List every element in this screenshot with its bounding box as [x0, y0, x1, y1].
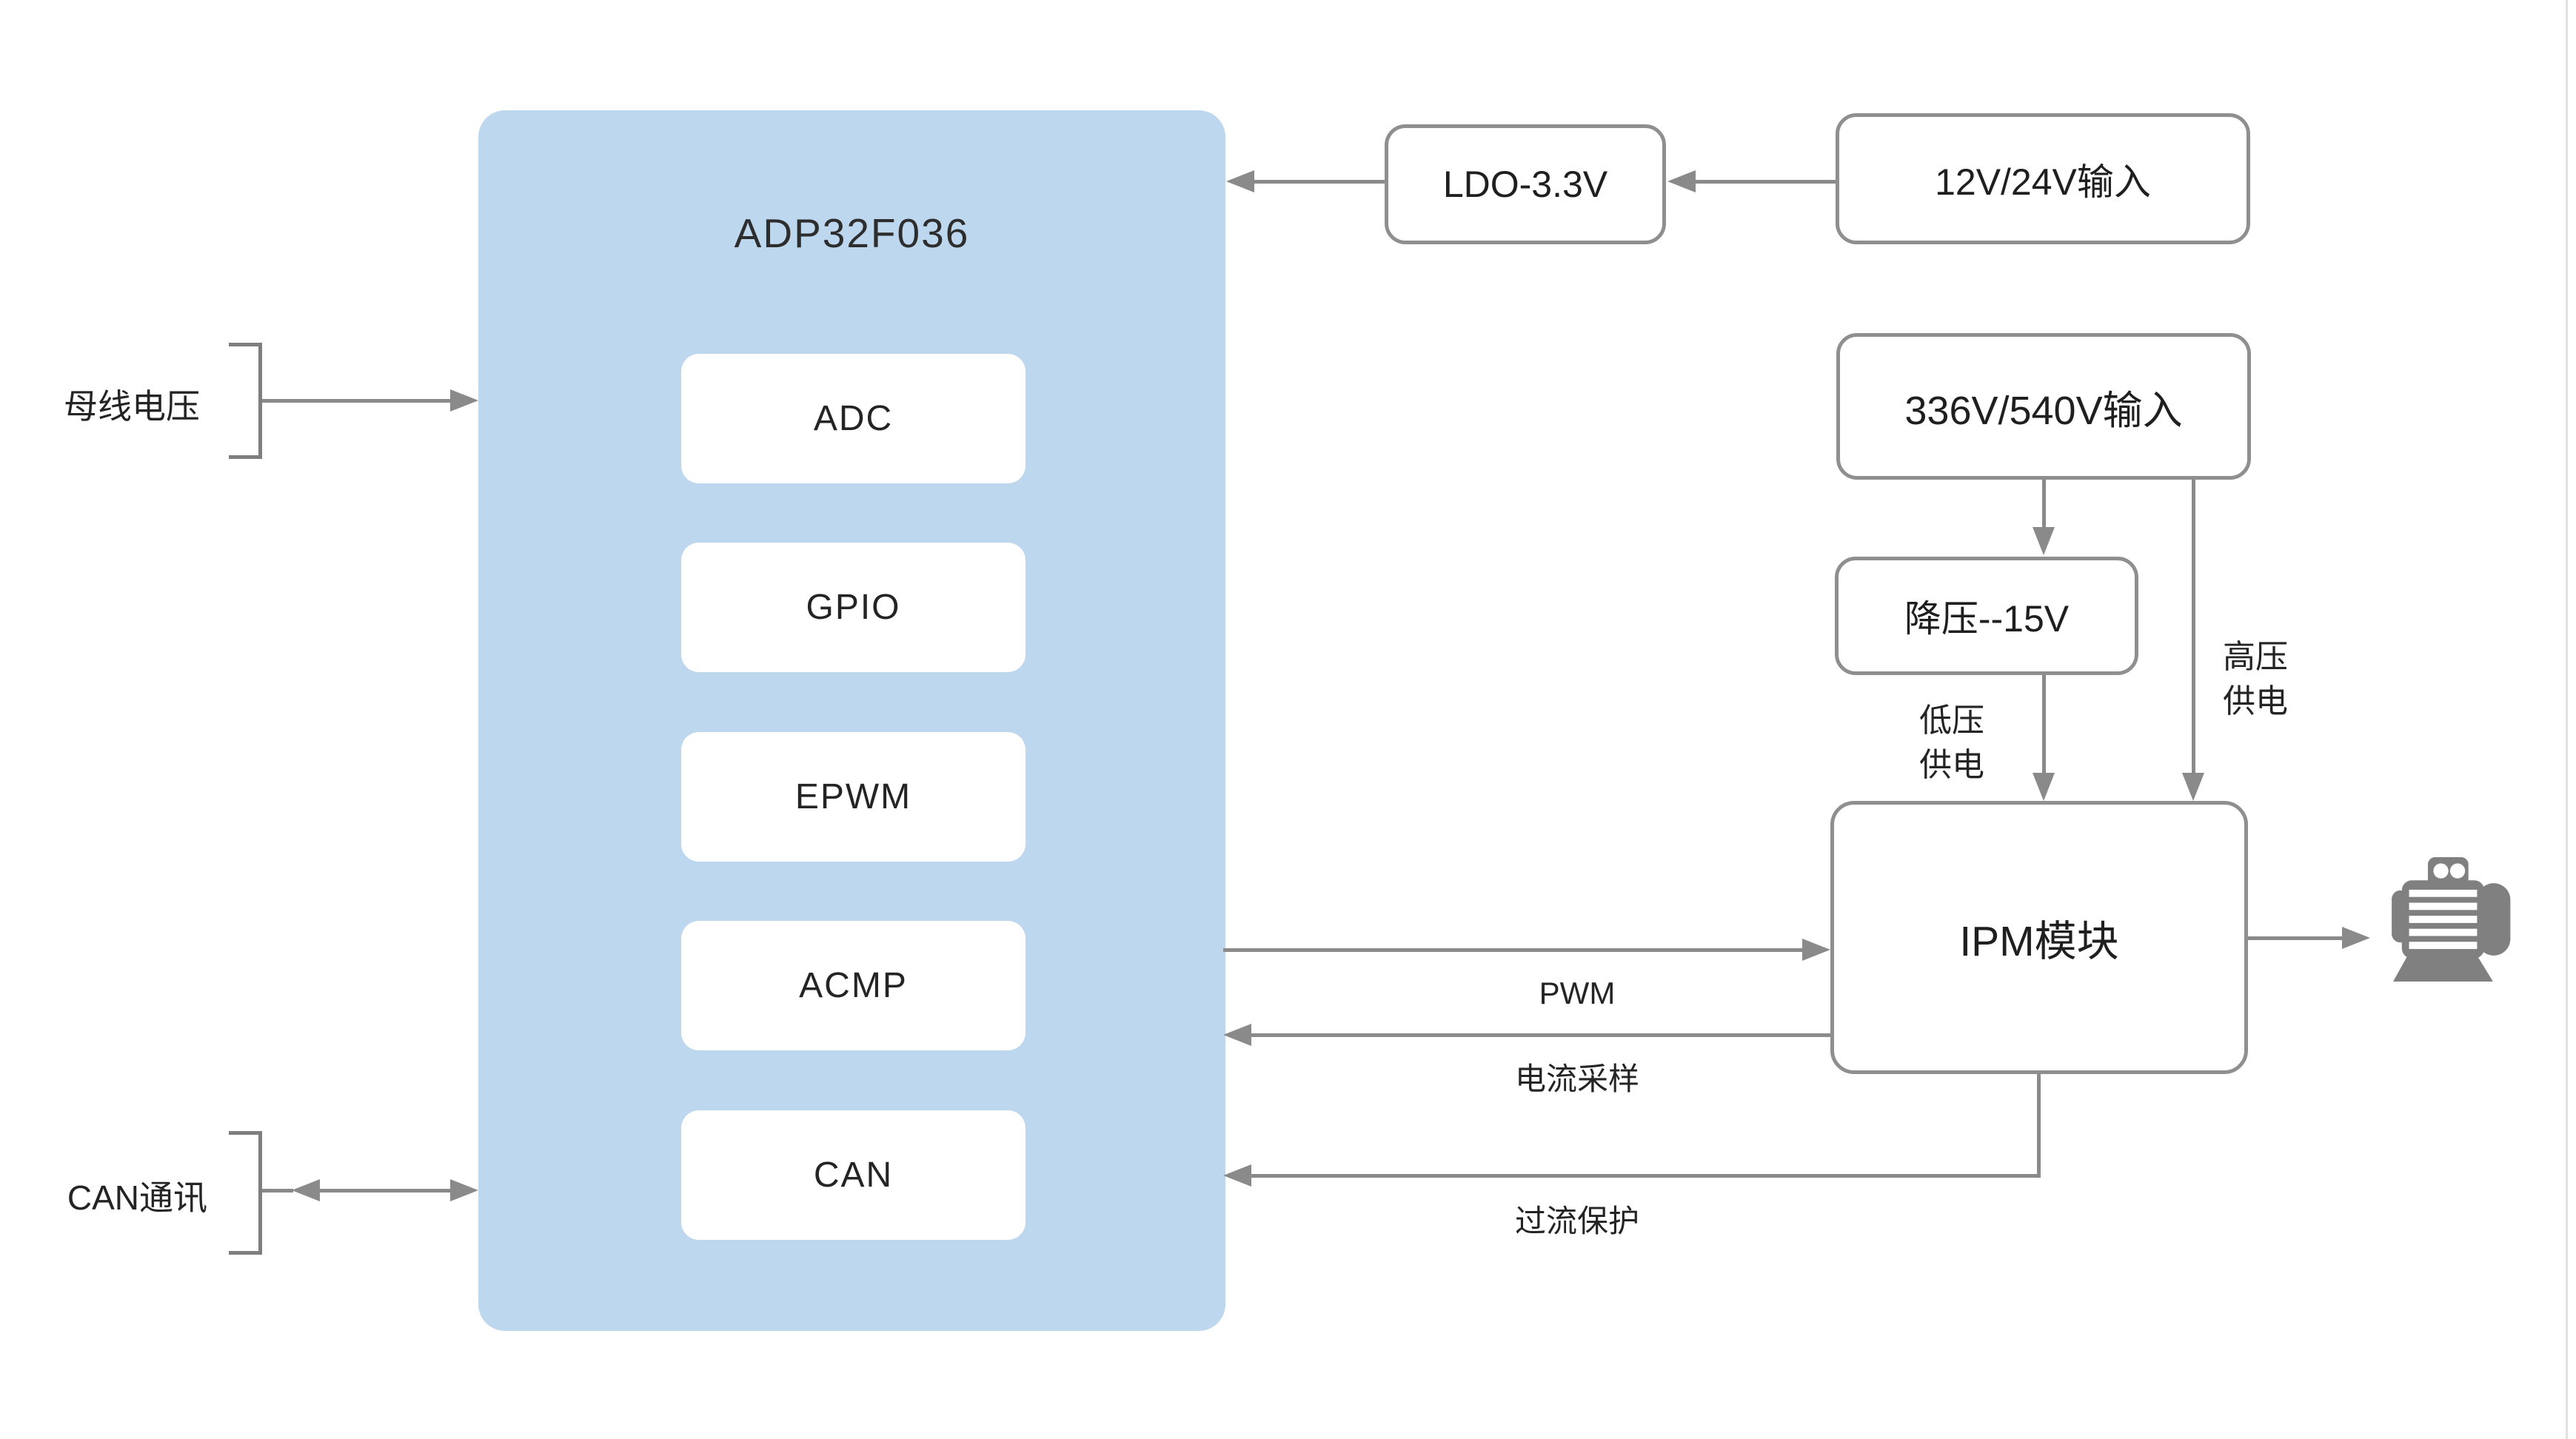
lv-supply-label-line2: 供电: [1919, 747, 1984, 783]
can-comm-bracket: [258, 1131, 262, 1255]
module-label-can: CAN: [813, 1155, 894, 1195]
current-sampling-arrowhead-icon: [1223, 1024, 1251, 1046]
lv-supply-label-line1: 低压: [1919, 702, 1984, 739]
module-box-acmp: ACMP: [681, 921, 1026, 1050]
bus-voltage-arrowhead-icon: [450, 389, 478, 412]
bus-voltage-bracket-tick-top: [229, 343, 262, 346]
current-sampling-label: 电流采样: [1514, 1061, 1639, 1096]
hv-supply-arrowhead-icon: [2182, 773, 2204, 801]
ipm-to-motor-line: [2248, 936, 2344, 940]
input-336v540v-label: 336V/540V输入: [1904, 388, 2183, 433]
input-12v24v-box: 12V/24V输入: [1836, 113, 2250, 244]
hv-supply-label-line2: 供电: [2223, 683, 2288, 720]
buck-box: 降压--15V: [1835, 557, 2138, 675]
overcurrent-arrowhead-icon: [1223, 1164, 1251, 1187]
hvinput-to-buck-arrowhead-icon: [2033, 527, 2055, 555]
ldo-label: LDO-3.3V: [1442, 164, 1608, 205]
input-12v24v-label: 12V/24V输入: [1935, 161, 2151, 203]
ldo-to-mcu-line: [1253, 180, 1385, 184]
input-to-ldo-line: [1694, 180, 1836, 184]
can-comm-arrowhead-right-icon: [450, 1179, 478, 1201]
module-box-can: CAN: [681, 1110, 1026, 1240]
module-box-gpio: GPIO: [681, 543, 1026, 672]
can-comm-label: CAN通讯: [67, 1178, 207, 1217]
bus-voltage-bracket: [258, 343, 262, 459]
module-label-epwm: EPWM: [794, 777, 912, 816]
mcu-title: ADP32F036: [734, 210, 970, 256]
module-box-adc: ADC: [681, 354, 1026, 483]
bus-voltage-bracket-tick-bottom: [229, 455, 262, 459]
ldo-to-mcu-arrowhead-icon: [1226, 170, 1254, 192]
lv-supply-label: 低压 供电: [1919, 699, 1984, 788]
can-comm-arrowhead-left-icon: [292, 1179, 320, 1201]
ipm-box: IPM模块: [1830, 801, 2248, 1074]
can-comm-arrow-line: [318, 1189, 452, 1193]
input-336v540v-box: 336V/540V输入: [1836, 333, 2251, 480]
module-box-epwm: EPWM: [681, 732, 1026, 862]
hv-supply-label-line1: 高压: [2223, 639, 2288, 675]
lv-supply-line: [2042, 675, 2046, 774]
buck-label: 降压--15V: [1904, 598, 2070, 640]
current-sampling-line: [1250, 1033, 1830, 1037]
bus-voltage-arrow-line: [262, 399, 453, 403]
pwm-label: PWM: [1539, 976, 1616, 1010]
hvinput-to-buck-line: [2042, 480, 2046, 530]
module-label-adc: ADC: [813, 399, 894, 438]
lv-supply-arrowhead-icon: [2033, 773, 2055, 801]
ldo-box: LDO-3.3V: [1385, 124, 1666, 244]
module-label-gpio: GPIO: [806, 588, 901, 627]
ipm-to-motor-arrowhead-icon: [2342, 927, 2370, 949]
pwm-line: [1223, 948, 1804, 952]
canvas-right-edge-line: [2566, 0, 2568, 1439]
overcurrent-line: [1250, 1174, 2041, 1178]
can-comm-bracket-tick-top: [229, 1131, 262, 1135]
motor-icon: [2386, 856, 2531, 983]
overcurrent-vertical-line: [2037, 1074, 2041, 1175]
can-comm-stub-line: [262, 1189, 293, 1193]
overcurrent-label: 过流保护: [1514, 1204, 1639, 1238]
bus-voltage-label: 母线电压: [64, 387, 200, 426]
ipm-label: IPM模块: [1959, 917, 2119, 965]
hv-supply-label: 高压 供电: [2223, 635, 2288, 724]
hv-supply-line: [2192, 480, 2195, 774]
input-to-ldo-arrowhead-icon: [1667, 170, 1696, 192]
module-label-acmp: ACMP: [799, 966, 908, 1005]
can-comm-bracket-tick-bottom: [229, 1251, 262, 1255]
pwm-arrowhead-icon: [1802, 939, 1830, 961]
